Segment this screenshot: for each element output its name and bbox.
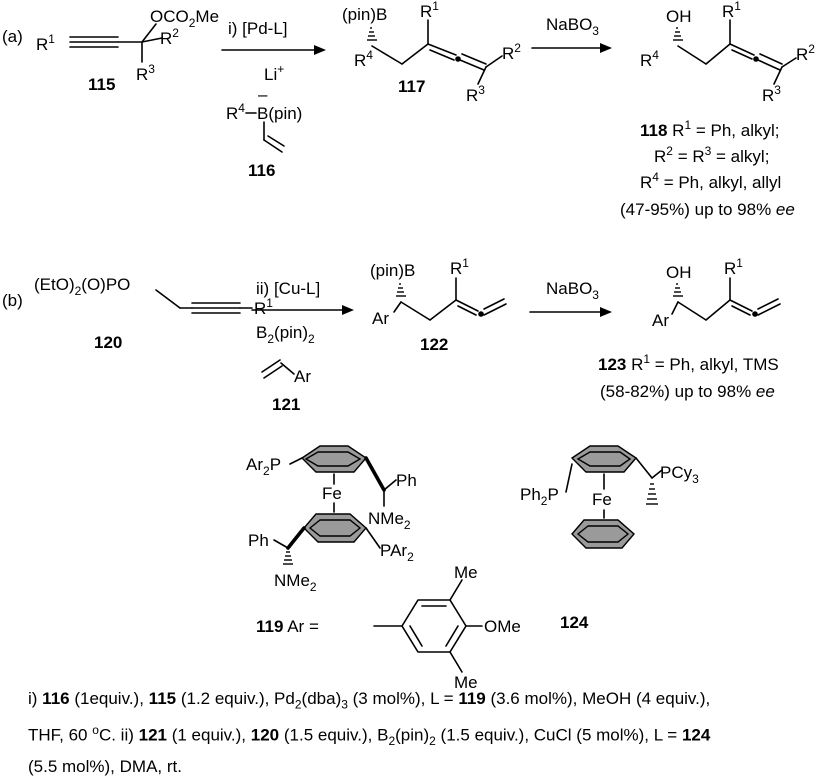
hashed-bond-118 xyxy=(673,27,683,41)
r3-label-117: R3 xyxy=(466,83,485,105)
compound-117: (pin)B R4 R1 R2 R3 117 xyxy=(342,0,521,105)
oxidant-b: NaBO3 xyxy=(546,279,599,302)
par2-label: PAr2 xyxy=(380,541,414,564)
r4-label-118: R4 xyxy=(640,48,659,70)
pinb-label-117: (pin)B xyxy=(342,5,387,24)
aryl-label-121: Ar xyxy=(294,367,311,386)
r4-label-116: R4 xyxy=(226,101,245,123)
compound-121: Ar 121 xyxy=(261,359,311,414)
r1-label-118: R1 xyxy=(722,0,741,21)
compound-115: R1 OCO2Me R2 R3 115 xyxy=(36,7,219,94)
hashed-bond-124 xyxy=(646,483,658,505)
hydroxyl-label-123: OH xyxy=(666,263,692,282)
r3-label: R3 xyxy=(136,62,155,84)
reagent-pd: i) [Pd-L] xyxy=(228,19,288,38)
nme2-label-top: NMe2 xyxy=(368,509,411,532)
compound-118: OH R4 R1 R2 R3 xyxy=(640,0,815,105)
desc-123-line1: 123 R1 = Ph, alkyl, TMS xyxy=(598,352,779,374)
yield-118: (47-95%) up to 98% ee xyxy=(620,200,795,219)
ar-definition-label: 119 Ar = xyxy=(256,617,319,636)
phenyl-label-top: Ph xyxy=(396,471,417,490)
compound-label-122: 122 xyxy=(420,335,448,354)
ph2p-label: Ph2P xyxy=(520,485,559,508)
hashed-bond-119 xyxy=(283,551,293,565)
hashed-bond-122 xyxy=(396,283,406,297)
methyl-label-bottom: Me xyxy=(454,673,478,692)
phosphate-label: (EtO)2(O)PO xyxy=(34,275,130,298)
compound-label-124: 124 xyxy=(560,613,589,632)
lithium-label: Li+ xyxy=(264,62,284,84)
description-118: 118 R1 = Ph, alkyl; R2 = R3 = alkyl; R4 … xyxy=(620,118,795,219)
ligand-119-ar-definition: 119 Ar = Me OMe Me xyxy=(256,563,521,692)
compound-label-120: 120 xyxy=(94,333,122,352)
compound-122: (pin)B Ar R1 122 xyxy=(370,256,507,354)
aryl-label-122: Ar xyxy=(372,309,389,328)
compound-label-121: 121 xyxy=(272,395,300,414)
compound-123: OH Ar R1 xyxy=(652,256,781,330)
r2-label-117: R2 xyxy=(502,41,521,63)
carbonate-label: OCO2Me xyxy=(150,7,219,30)
desc-118-line2: R2 = R3 = alkyl; xyxy=(654,144,769,166)
compound-label-117: 117 xyxy=(398,77,425,96)
r2-label-118: R2 xyxy=(796,42,815,64)
r1-label-120: R1 xyxy=(254,296,273,318)
nme2-label-bottom: NMe2 xyxy=(274,571,317,594)
reagent-b2pin2: B2(pin)2 xyxy=(256,323,315,346)
r1-label: R1 xyxy=(36,32,55,54)
ligand-124: Ph2P PCy3 Fe 124 xyxy=(520,445,699,632)
hashed-bond-123 xyxy=(673,283,683,297)
yield-123: (58-82%) up to 98% ee xyxy=(600,382,775,401)
r2-label: R2 xyxy=(160,26,179,48)
hydroxyl-label-118: OH xyxy=(666,7,692,26)
ligand-119: Ar2P Ph NMe2 Fe PAr2 Ph NMe2 xyxy=(246,445,417,594)
pcy3-label: PCy3 xyxy=(660,463,699,486)
part-b-label: (b) xyxy=(2,291,23,310)
desc-118-line3: R4 = Ph, alkyl, allyl xyxy=(640,170,781,192)
reaction-conditions-footnote: i) 116 (1equiv.), 115 (1.2 equiv.), Pd2(… xyxy=(28,689,711,777)
pinb-label-122: (pin)B xyxy=(370,261,415,280)
r3-label-118: R3 xyxy=(762,83,781,105)
iron-label-124: Fe xyxy=(592,490,612,509)
bpin-label-116: B(pin) xyxy=(257,104,302,123)
desc-118-line1: 118 R1 = Ph, alkyl; xyxy=(640,118,779,140)
r1-label-123: R1 xyxy=(724,256,743,278)
r1-label-122: R1 xyxy=(450,256,469,278)
r1-label-117: R1 xyxy=(420,0,439,21)
description-123: 123 R1 = Ph, alkyl, TMS (58-82%) up to 9… xyxy=(598,352,779,401)
ar2p-label: Ar2P xyxy=(246,455,281,478)
compound-label-116: 116 xyxy=(248,161,275,180)
compound-116: Li+ – R4 B(pin) 116 xyxy=(226,62,302,180)
oxidant-a: NaBO3 xyxy=(546,15,599,38)
compound-label-115: 115 xyxy=(88,75,115,94)
r4-label-117: R4 xyxy=(354,48,373,70)
iron-label-119: Fe xyxy=(322,484,342,503)
reagent-cu: ii) [Cu-L] xyxy=(256,279,320,298)
methyl-label-top: Me xyxy=(454,563,478,582)
phenyl-label-bottom: Ph xyxy=(248,531,269,550)
hashed-bond-117 xyxy=(367,27,377,41)
part-a-label: (a) xyxy=(2,27,23,46)
compound-120: (EtO)2(O)PO R1 120 xyxy=(34,275,273,352)
aryl-label-123: Ar xyxy=(652,311,669,330)
borate-minus: – xyxy=(258,85,268,104)
methoxy-label: OMe xyxy=(484,617,521,636)
